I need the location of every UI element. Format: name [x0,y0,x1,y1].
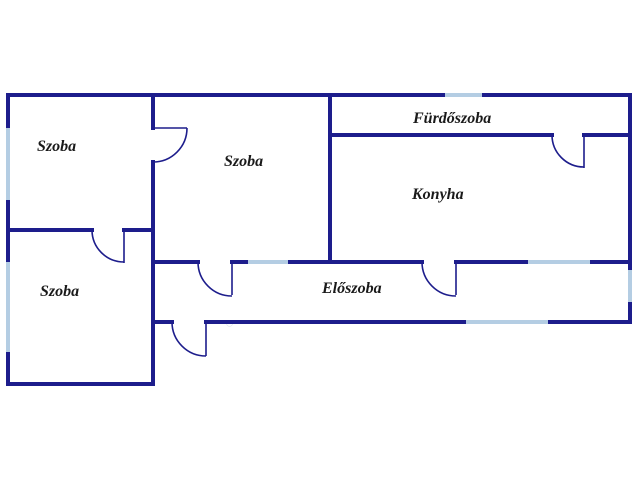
room-label-szoba-middle: Szoba [224,153,263,170]
door-top-left-room [152,127,188,163]
door-middle-room [197,261,233,297]
door-bathroom [551,134,585,168]
door-left-rooms [91,229,125,263]
walls [6,93,632,386]
room-label-furdoszoba: Fürdőszoba [412,110,491,127]
door-kitchen [421,261,457,297]
room-label-szoba-top-left: Szoba [37,138,76,155]
room-label-szoba-bottom-left: Szoba [40,283,79,300]
windows [6,93,632,352]
room-label-konyha: Konyha [411,186,464,203]
door-entrance [171,321,207,357]
room-label-eloszoba: Előszoba [321,280,382,297]
